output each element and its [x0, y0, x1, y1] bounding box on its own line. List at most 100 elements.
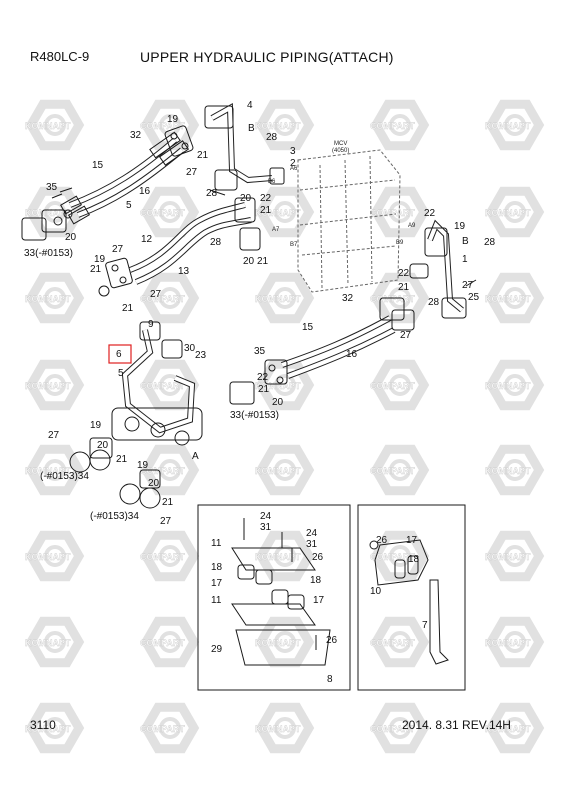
watermark-text: KOMNAPT: [485, 552, 531, 562]
callout-23: 23: [195, 350, 207, 361]
callout-19: 19: [137, 460, 149, 471]
watermark-hexagon: [370, 359, 430, 411]
watermark-text: KOMNAPT: [255, 381, 301, 391]
callout-27: 27: [462, 280, 474, 291]
callout-35: 35: [254, 346, 266, 357]
callout-21: 21: [398, 282, 410, 293]
watermark-hexagon: [25, 359, 85, 411]
callout-13: 13: [178, 266, 190, 277]
callout-3: 3: [290, 146, 296, 157]
highlight-box: [108, 344, 132, 364]
watermark-text: COMPART: [370, 724, 415, 734]
watermark-ring: [159, 545, 181, 567]
valve-labels: MCV (4050) B6 A6 B7 A7 A9 B9: [268, 141, 416, 248]
callout-24: 24: [260, 511, 272, 522]
mcv-code-label: (4050): [332, 148, 349, 154]
watermark-hexagon: [140, 702, 200, 754]
watermark-ring: [504, 717, 526, 739]
watermark-ring: [44, 459, 66, 481]
callout-10: 10: [370, 586, 382, 597]
callout-20: 20: [240, 193, 252, 204]
callout-17: 17: [211, 578, 223, 589]
callout-20: 20: [65, 232, 77, 243]
callout-16: 16: [346, 349, 358, 360]
watermark-hexagon: [255, 99, 315, 151]
callout-20: 20: [148, 478, 160, 489]
callout-11: 11: [211, 595, 222, 606]
callout-27: 27: [150, 289, 162, 300]
watermark-ring: [44, 545, 66, 567]
watermark-text: COMPART: [140, 381, 185, 391]
callout-11: 11: [211, 538, 222, 549]
watermark-text: KOMNAPT: [485, 294, 531, 304]
watermark-hexagon: [255, 616, 315, 668]
callout-15: 15: [302, 322, 314, 333]
watermark-hexagon: [255, 272, 315, 324]
callout-30: 30: [184, 343, 196, 354]
watermark-hexagon: [255, 530, 315, 582]
watermark-hexagon: [485, 272, 545, 324]
watermark-ring: [274, 201, 296, 223]
watermark-hexagon: [255, 444, 315, 496]
callout-21: 21: [116, 454, 128, 465]
watermark-text: KOMNAPT: [485, 466, 531, 476]
page-number: 3110: [30, 718, 56, 732]
callout-26: 26: [312, 552, 324, 563]
callout-18: 18: [211, 562, 223, 573]
watermark-ring: [389, 374, 411, 396]
callout-6: 6: [116, 349, 122, 360]
revision-date: 2014. 8.31 REV.14H: [402, 718, 511, 732]
watermark-text: KOMNAPT: [25, 121, 71, 131]
watermark-text: COMPART: [370, 208, 415, 218]
watermark-ring: [389, 717, 411, 739]
watermark-hexagon: [255, 186, 315, 238]
callout-24: 24: [306, 528, 318, 539]
port-label: A9: [408, 223, 416, 229]
callout-9: 9: [148, 319, 154, 330]
watermark-ring: [159, 459, 181, 481]
watermark-text: COMPART: [370, 381, 415, 391]
callout-19: 19: [94, 254, 106, 265]
callout-27: 27: [112, 244, 124, 255]
hose-pair-middle: [98, 197, 261, 297]
watermark-text: COMPART: [370, 638, 415, 648]
watermark-text: KOMNAPT: [25, 466, 71, 476]
watermark-ring: [44, 374, 66, 396]
pipe-assembly-lower-left: [69, 321, 203, 509]
port-label: A6: [290, 166, 298, 172]
watermark-text: KOMNAPT: [255, 724, 301, 734]
watermark-hexagon: [370, 99, 430, 151]
port-label: A7: [272, 227, 280, 233]
watermark-ring: [504, 374, 526, 396]
callout-21: 21: [122, 303, 134, 314]
callout-34: (-#0153)34: [40, 471, 89, 482]
hose-pair-right: [229, 297, 415, 405]
watermark-text: KOMNAPT: [25, 724, 71, 734]
callout-26: 26: [376, 535, 388, 546]
port-label: B9: [396, 240, 404, 246]
watermark-hexagon: [25, 444, 85, 496]
callout-26: 26: [326, 635, 338, 646]
callout-20: 20: [272, 397, 284, 408]
watermark-text: KOMNAPT: [485, 381, 531, 391]
flange-set-left: [21, 125, 194, 241]
watermark-ring: [389, 201, 411, 223]
watermark-ring: [274, 545, 296, 567]
callout-21: 21: [257, 256, 269, 267]
watermark-hexagon: [485, 702, 545, 754]
callout-19: 19: [90, 420, 102, 431]
watermark-text: KOMNAPT: [25, 208, 71, 218]
callout-31: 31: [260, 522, 272, 533]
callout-34: (-#0153)34: [90, 511, 139, 522]
callout-27: 27: [400, 330, 412, 341]
model-code: R480LC-9: [30, 49, 90, 64]
watermark-hexagon: [485, 359, 545, 411]
callout-33: 33(-#0153): [24, 248, 73, 259]
watermark-text: KOMNAPT: [25, 552, 71, 562]
watermark-text: COMPART: [370, 466, 415, 476]
watermark-ring: [504, 114, 526, 136]
callout-B: B: [248, 123, 255, 134]
callout-2: 2: [290, 158, 296, 169]
callout-8: 8: [327, 674, 333, 685]
